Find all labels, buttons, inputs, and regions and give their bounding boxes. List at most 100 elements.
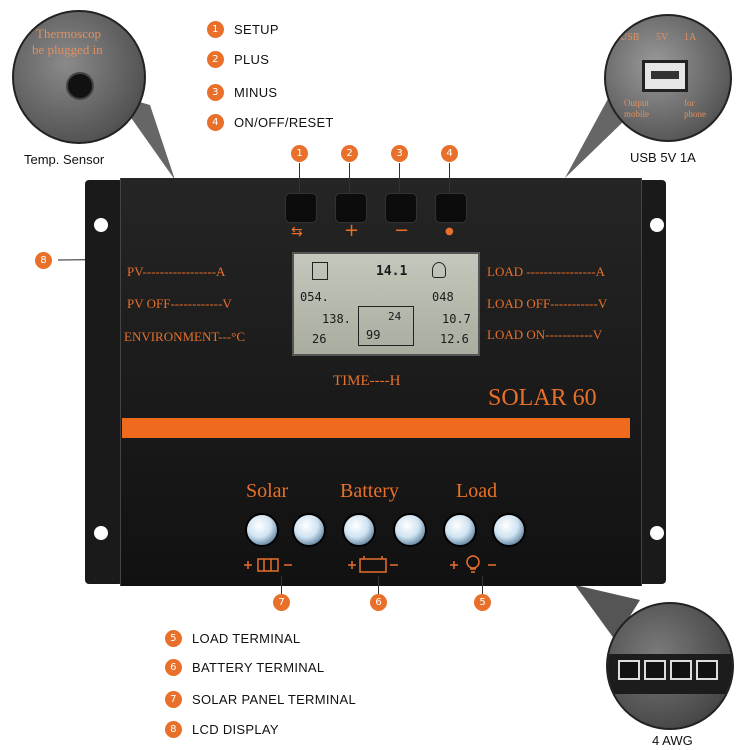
terminal-number-badge: 6	[370, 594, 387, 611]
legend-item-solar-panel-terminal: 7 SOLAR PANEL TERMINAL	[165, 691, 356, 708]
lcd-system-voltage: 24	[388, 310, 402, 323]
legend-number: 5	[165, 630, 182, 647]
usb-caption: USB 5V 1A	[630, 150, 696, 165]
sensor-text-line2: be plugged in	[32, 42, 103, 57]
legend-item-battery-terminal: 6 BATTERY TERMINAL	[165, 659, 324, 676]
lcd-marker-badge: 8	[35, 252, 52, 269]
wire-slot-icon	[644, 660, 666, 680]
battery-group-label: Battery	[340, 480, 399, 502]
solar-group-label: Solar	[246, 480, 289, 502]
lcd-battery-voltage: 14.1	[376, 264, 408, 279]
button-number-badge: 2	[341, 145, 358, 162]
load-group-label: Load	[456, 480, 498, 502]
plus-symbol-icon: +	[344, 220, 360, 241]
lcd-battery-icon	[358, 306, 414, 346]
legend-number: 1	[207, 21, 224, 38]
leader-line	[299, 163, 300, 193]
battery-positive-terminal[interactable]	[342, 513, 376, 547]
environment-label: ENVIRONMENT---°C	[124, 329, 245, 344]
awg-callout	[606, 602, 734, 730]
lcd-load-on: 12.6	[440, 332, 469, 346]
legend-item-minus: 3 MINUS	[207, 84, 277, 101]
time-label: TIME----H	[333, 373, 401, 389]
lcd-load-off: 10.7	[442, 312, 471, 326]
wire-slot-icon	[696, 660, 718, 680]
lcd-environment: 26	[312, 332, 327, 346]
solar-panel-polarity-icon	[244, 558, 292, 572]
terminal-polarity-icons	[244, 555, 496, 573]
lcd-display: 14.1 054. 138. 26 24 99 048 10.7 12.6	[292, 252, 480, 356]
awg-caption: 4 AWG	[652, 733, 693, 748]
solar-positive-terminal[interactable]	[245, 513, 279, 547]
legend-label: SOLAR PANEL TERMINAL	[192, 692, 356, 707]
temp-sensor-caption: Temp. Sensor	[24, 152, 105, 167]
legend-number: 7	[165, 691, 182, 708]
legend-number: 6	[165, 659, 182, 676]
button-number-badge: 4	[441, 145, 458, 162]
minus-button[interactable]	[385, 193, 417, 223]
lcd-load-current: 048	[432, 290, 454, 304]
load-positive-terminal[interactable]	[443, 513, 477, 547]
pv-label: PV-----------------A	[127, 264, 226, 279]
button-number-badge: 3	[391, 145, 408, 162]
legend-label: LOAD TERMINAL	[192, 631, 301, 646]
load-on-label: LOAD ON-----------V	[487, 327, 603, 342]
battery-polarity-icon	[348, 556, 398, 573]
terminal-number-badge: 5	[474, 594, 491, 611]
controller-face	[120, 178, 642, 586]
leader-line	[349, 163, 350, 193]
model-name: SOLAR 60	[488, 385, 597, 411]
legend-number: 8	[165, 721, 182, 738]
legend-item-onoff-reset: 4 ON/OFF/RESET	[207, 114, 334, 131]
legend-item-setup: 1 SETUP	[207, 21, 279, 38]
pv-off-label: PV OFF------------V	[127, 296, 232, 311]
legend-label: BATTERY TERMINAL	[192, 660, 325, 675]
minus-symbol-icon: −	[394, 220, 410, 241]
legend-item-lcd-display: 8 LCD DISPLAY	[165, 721, 279, 738]
mount-hole-icon	[650, 526, 664, 540]
lcd-pv-current: 054.	[300, 290, 329, 304]
lcd-battery-percent: 99	[366, 328, 381, 342]
mount-hole-icon	[94, 526, 108, 540]
legend-number: 4	[207, 114, 224, 131]
usb-label-usb: USB	[620, 32, 640, 43]
load-bulb-polarity-icon	[450, 555, 496, 573]
legend-number: 2	[207, 51, 224, 68]
legend-item-plus: 2 PLUS	[207, 51, 269, 68]
sensor-text-line1: Thermoscop	[36, 26, 101, 41]
onoff-reset-button[interactable]	[435, 193, 467, 223]
lcd-pv-off: 138.	[322, 312, 351, 326]
usb-callout: USB 5V 1A Output mobile for phone	[604, 14, 732, 142]
setup-symbol-icon: ⇆	[291, 224, 303, 240]
leader-line	[482, 576, 483, 594]
legend-label: PLUS	[234, 52, 270, 67]
legend-label: MINUS	[234, 85, 278, 100]
battery-negative-terminal[interactable]	[393, 513, 427, 547]
leader-line	[449, 163, 450, 193]
mount-hole-icon	[650, 218, 664, 232]
solar-negative-terminal[interactable]	[292, 513, 326, 547]
mount-hole-icon	[94, 218, 108, 232]
leader-line	[399, 163, 400, 193]
usb-label-5v: 5V	[656, 32, 669, 43]
wire-slot-icon	[618, 660, 640, 680]
legend-item-load-terminal: 5 LOAD TERMINAL	[165, 630, 300, 647]
legend-label: LCD DISPLAY	[192, 722, 279, 737]
legend-number: 3	[207, 84, 224, 101]
usb-phone-text: for phone	[684, 98, 706, 119]
usb-label-1a: 1A	[684, 32, 697, 43]
legend-label: SETUP	[234, 22, 279, 37]
plus-button[interactable]	[335, 193, 367, 223]
solar-panel-icon	[312, 262, 328, 280]
button-number-badge: 1	[291, 145, 308, 162]
usb-port-icon	[642, 60, 688, 92]
wire-slot-icon	[670, 660, 692, 680]
leader-line	[281, 576, 282, 594]
temp-sensor-callout: Thermoscop be plugged in	[12, 10, 146, 144]
load-negative-terminal[interactable]	[492, 513, 526, 547]
orange-stripe	[122, 418, 630, 438]
terminal-number-badge: 7	[273, 594, 290, 611]
bulb-icon	[432, 262, 446, 278]
leader-line	[378, 576, 379, 594]
setup-button[interactable]	[285, 193, 317, 223]
